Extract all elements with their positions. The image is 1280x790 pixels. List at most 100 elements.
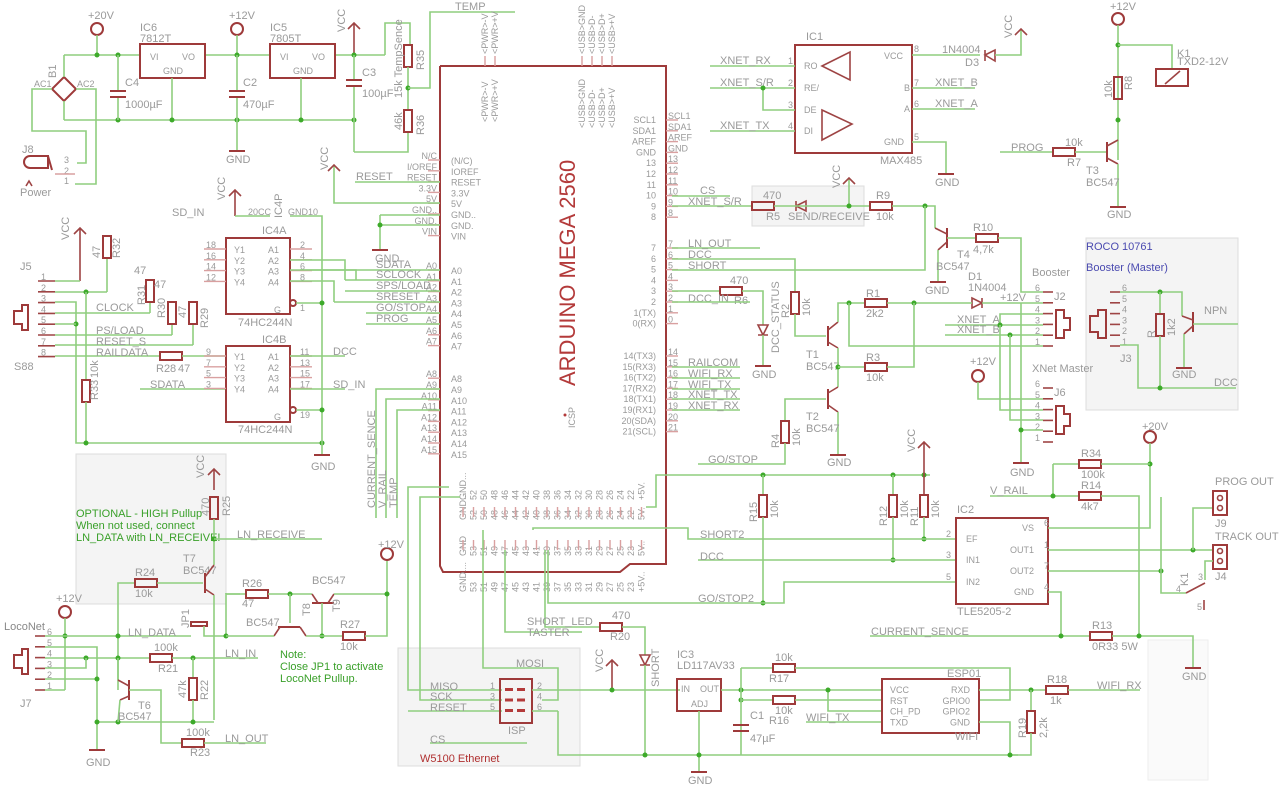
pin-label: 4 xyxy=(41,304,46,314)
r10-resistor xyxy=(975,233,999,243)
pin-label: A10 xyxy=(451,396,467,406)
pin-label: 17(RX2) xyxy=(622,383,656,393)
svg-text:WIFI: WIFI xyxy=(955,731,978,743)
svg-text:AC2: AC2 xyxy=(77,79,95,89)
power-supply: +20V +12V VCC IC6 7812T VI VO GND IC5 78… xyxy=(20,1,515,199)
pin-label: A14 xyxy=(451,439,467,449)
led-dcc-status-icon xyxy=(756,324,770,337)
pin-label: VS xyxy=(1022,523,1034,533)
pin-label: A2 xyxy=(451,288,462,298)
svg-text:J9: J9 xyxy=(1215,518,1227,530)
svg-text:VCC: VCC xyxy=(594,649,606,672)
svg-text:K1: K1 xyxy=(1177,48,1190,60)
pin-label: 42 xyxy=(521,490,531,500)
pin-label: 2 xyxy=(946,529,951,539)
pin-label: IN1 xyxy=(966,555,980,565)
misc-box xyxy=(1147,639,1209,781)
relay-coil xyxy=(1155,68,1189,87)
pin-label: TXD xyxy=(890,717,909,727)
svg-text:BC547: BC547 xyxy=(183,565,217,577)
pin-label: 3.3V xyxy=(451,188,470,198)
svg-text:10k: 10k xyxy=(876,211,894,223)
pin-label: A5 xyxy=(426,315,437,325)
r35-resistor xyxy=(403,44,413,68)
pin-label: 36 xyxy=(553,490,563,500)
pin-label: GND.. xyxy=(412,205,437,215)
pin-label: A15 xyxy=(451,450,467,460)
svg-text:ISP: ISP xyxy=(508,725,526,737)
svg-text:WIFI_TX: WIFI_TX xyxy=(688,379,732,391)
svg-text:GND: GND xyxy=(925,285,950,297)
pin-label: 5 xyxy=(47,638,52,648)
pin-label: 8 xyxy=(300,272,305,282)
diode-d3-icon xyxy=(983,48,996,63)
svg-text:R8: R8 xyxy=(1123,76,1135,90)
svg-text:3: 3 xyxy=(1198,572,1203,582)
pin-label: A9 xyxy=(426,380,437,390)
r28-resistor xyxy=(159,351,183,361)
svg-text:XNET_RX: XNET_RX xyxy=(720,55,771,67)
pin-label: Y3 xyxy=(234,267,245,277)
svg-text:R10: R10 xyxy=(973,222,993,234)
pin-label: A4 xyxy=(426,304,437,314)
r9-resistor xyxy=(869,201,893,211)
relay-switch-icon xyxy=(1185,582,1206,594)
isp-header xyxy=(499,678,533,724)
pin-label: Y1 xyxy=(234,352,245,362)
ic4b-buffer xyxy=(225,345,291,423)
pin-label: DE xyxy=(804,105,817,115)
svg-text:CURRENT_SENCE: CURRENT_SENCE xyxy=(871,626,969,638)
svg-text:RESET: RESET xyxy=(356,171,393,183)
r13-resistor xyxy=(1089,631,1113,641)
svg-text:XNET_TX: XNET_TX xyxy=(688,389,738,401)
svg-text:47: 47 xyxy=(177,306,189,318)
pin-label: 16 xyxy=(206,251,216,261)
svg-text:+12V: +12V xyxy=(378,539,405,551)
pin-label: EF xyxy=(966,534,978,544)
optional-box xyxy=(75,453,227,605)
pin-label: GND... xyxy=(458,472,468,500)
svg-text:15k TempSence: 15k TempSence xyxy=(393,19,405,98)
svg-text:DCC: DCC xyxy=(688,249,712,261)
pin-label: SCL1 xyxy=(668,111,691,121)
pin-label: 6 xyxy=(1122,283,1127,293)
svg-text:2: 2 xyxy=(64,166,69,176)
svg-text:4,7k: 4,7k xyxy=(973,244,994,256)
pin-label: A9 xyxy=(451,385,462,395)
svg-text:LN_OUT: LN_OUT xyxy=(225,733,269,745)
r36-resistor xyxy=(403,109,413,133)
pin-label: A1 xyxy=(451,277,462,287)
pin-label: RESET xyxy=(451,178,482,188)
svg-text:V_RAIL: V_RAIL xyxy=(990,485,1028,497)
isp-pin xyxy=(505,688,513,691)
svg-text:IC5: IC5 xyxy=(270,22,287,34)
svg-text:GND: GND xyxy=(86,757,111,769)
bridge-rectifier xyxy=(50,75,78,103)
pin-label: 31 xyxy=(584,582,594,592)
pin-label: GND xyxy=(884,137,905,147)
svg-text:10k: 10k xyxy=(866,372,884,384)
svg-text:10k: 10k xyxy=(340,641,358,653)
svg-text:LN_DATA: LN_DATA xyxy=(128,627,177,639)
vcc-arrow-icon xyxy=(917,440,931,495)
pin-label: A3 xyxy=(451,298,462,308)
svg-text:R13: R13 xyxy=(1092,620,1112,632)
pin-label: A11 xyxy=(451,407,466,417)
svg-text:470µF: 470µF xyxy=(243,99,275,111)
svg-text:R19: R19 xyxy=(1017,718,1029,738)
svg-text:RESET: RESET xyxy=(430,702,467,714)
r12-resistor xyxy=(888,494,898,518)
pin-label: 3 xyxy=(1035,411,1040,421)
svg-text:470: 470 xyxy=(200,498,212,516)
svg-text:R32: R32 xyxy=(111,238,123,258)
svg-text:47: 47 xyxy=(91,246,103,258)
svg-text:47: 47 xyxy=(242,598,254,610)
j4-connector xyxy=(1212,544,1228,570)
pin-label: 29 xyxy=(595,546,605,556)
vcc-arrow-icon xyxy=(73,226,87,281)
pin-label: 49 xyxy=(490,582,500,592)
svg-text:RAILCOM: RAILCOM xyxy=(688,357,738,369)
pin-label: 14 xyxy=(206,262,216,272)
pin-label: Y1 xyxy=(234,245,245,255)
svg-text:D1: D1 xyxy=(968,271,982,283)
